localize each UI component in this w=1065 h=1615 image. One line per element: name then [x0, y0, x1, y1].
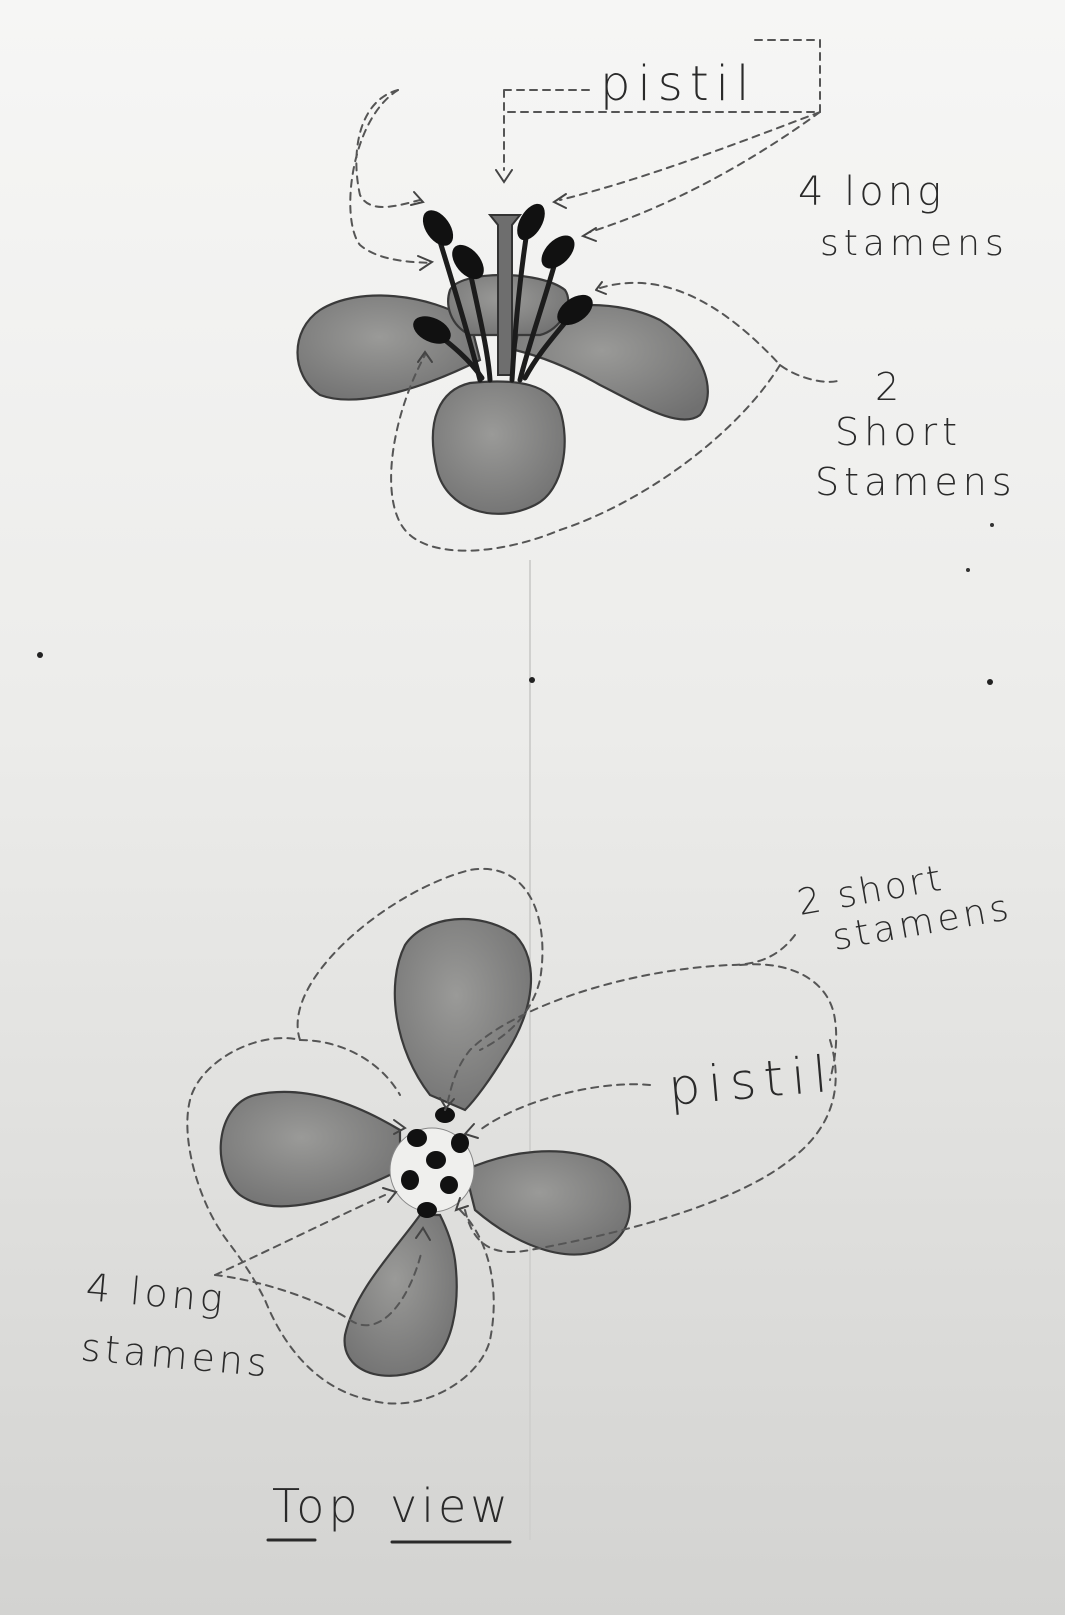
top-anther-7 — [417, 1202, 437, 1218]
pencil-dot — [37, 652, 43, 658]
side-label-short-stamens-line1: 2 — [875, 365, 899, 409]
pencil-dot — [966, 568, 970, 572]
top-anther-6 — [440, 1176, 458, 1194]
top-anther-5 — [401, 1170, 419, 1190]
pencil-dot — [990, 523, 994, 527]
side-label-long-stamens-line1: 4 long — [798, 169, 945, 215]
caption-word-view: view — [390, 1479, 512, 1533]
pencil-dot — [529, 677, 535, 683]
top-anther-4 — [426, 1151, 446, 1169]
top-view-caption: Top view — [268, 1479, 512, 1542]
top-anther-3 — [451, 1133, 469, 1153]
side-label-pistil: pistil — [600, 56, 756, 112]
pencil-dot — [987, 679, 993, 685]
side-label-short-stamens-line3: Stamens — [815, 460, 1017, 504]
side-petal-front — [433, 381, 565, 513]
caption-word-top: Top — [272, 1479, 362, 1533]
side-label-long-stamens-line2: stamens — [820, 223, 1009, 264]
side-label-short-stamens-line2: Short — [835, 410, 962, 454]
top-anther-2 — [407, 1129, 427, 1147]
